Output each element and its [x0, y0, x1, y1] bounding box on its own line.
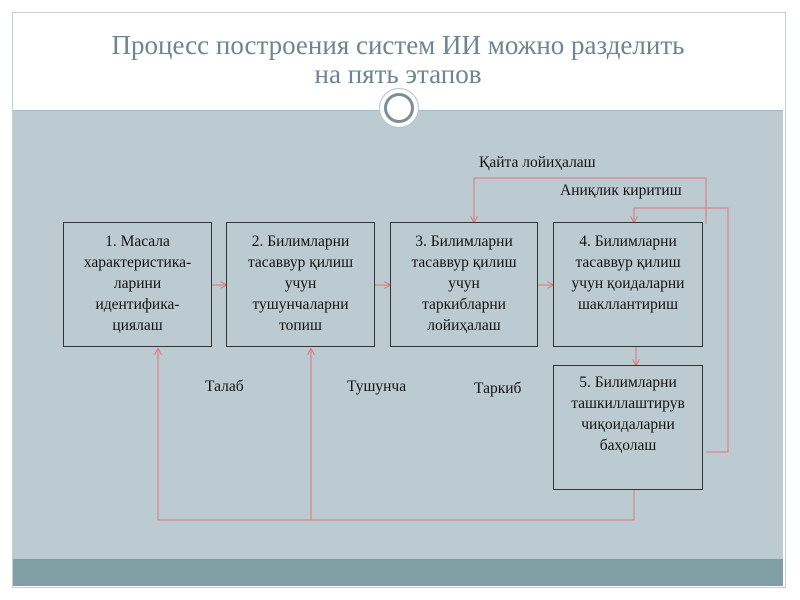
- stage-1-line-3: ларини: [113, 275, 162, 292]
- stage-1-line-5: циялаш: [112, 317, 163, 334]
- stage-4-line-2: тасаввур қилиш: [575, 254, 681, 271]
- ring-ornament-icon: [379, 88, 419, 128]
- stage-5-line-4: баҳолаш: [599, 437, 657, 454]
- stage-3-line-4: таркибларни: [422, 296, 506, 313]
- stage-4-line-4: шакллантириш: [577, 296, 679, 313]
- stage-box-2: 2. Билимларни тасаввур қилиш учун тушунч…: [226, 222, 375, 347]
- stage-2-line-5: топиш: [279, 317, 322, 334]
- stage-box-3: 3. Билимларни тасаввур қилиш учун таркиб…: [390, 222, 538, 347]
- stage-3-line-2: тасаввур қилиш: [411, 254, 517, 271]
- stage-3-line-3: учун: [448, 275, 480, 292]
- stage-3-line-5: лойиҳалаш: [427, 317, 501, 334]
- slide-title-line-1: Процесс построения систем ИИ можно разде…: [111, 30, 685, 60]
- stage-2-line-2: тасаввур қилиш: [247, 254, 354, 271]
- label-structure: Таркиб: [474, 380, 522, 397]
- footer-bar: [13, 559, 783, 586]
- stage-2-line-3: учун: [284, 275, 317, 292]
- stage-1-line-4: идентифика-: [95, 296, 180, 313]
- ring-inner: [384, 93, 414, 123]
- label-refine: Аниқлик киритиш: [560, 182, 682, 199]
- stage-4-line-1: 4. Билимларни: [579, 233, 677, 250]
- stage-3-line-1: 3. Билимларни: [415, 233, 513, 250]
- stage-2-line-4: тушунчаларни: [252, 296, 349, 313]
- stage-2-line-1: 2. Билимларни: [251, 233, 350, 250]
- stage-5-line-1: 5. Билимларни: [579, 374, 677, 391]
- stage-5-line-2: ташкиллаштирув: [571, 395, 685, 412]
- label-redesign: Қайта лойиҳалаш: [479, 154, 596, 171]
- label-requirement: Талаб: [205, 378, 244, 395]
- slide-title-line-2: на пять этапов: [314, 59, 482, 89]
- slide-title: Процесс построения систем ИИ можно разде…: [13, 31, 783, 89]
- stage-box-5: 5. Билимларни ташкиллаштирув чиқоидаларн…: [553, 365, 703, 490]
- stage-5-line-3: чиқоидаларни: [581, 416, 675, 433]
- stage-box-4: 4. Билимларни тасаввур қилиш учун қоидал…: [553, 222, 703, 347]
- stage-box-1: 1. Масала характеристика- ларини идентиф…: [63, 222, 212, 347]
- stage-1-line-2: характеристика-: [83, 254, 192, 271]
- label-concept: Тушунча: [347, 378, 407, 395]
- feedback-loop: [158, 349, 635, 521]
- redesign-loop: [474, 177, 707, 224]
- stage-4-line-3: учун қоидаларни: [571, 275, 685, 292]
- refine-loop: [634, 207, 729, 453]
- stage-1-line-1: 1. Масала: [105, 233, 170, 250]
